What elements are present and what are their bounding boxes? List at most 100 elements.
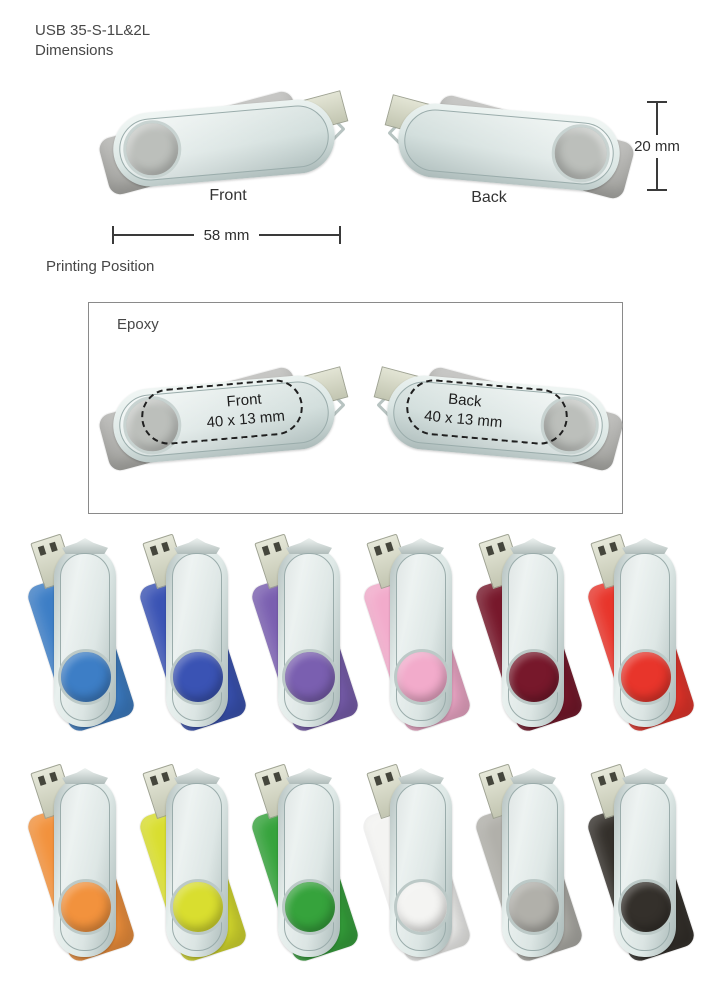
usb-contact-slot bbox=[161, 771, 170, 783]
dimension-cap bbox=[647, 101, 667, 103]
usb-swivel-clip bbox=[614, 768, 676, 957]
usb-swivel-clip bbox=[395, 100, 623, 194]
usb-print-front-photo: Front 40 x 13 mm bbox=[95, 338, 350, 488]
usb-contact-slot bbox=[373, 775, 383, 786]
usb-contact-slot bbox=[373, 545, 383, 556]
usb-clip-fold bbox=[510, 538, 556, 554]
usb-swivel-clip bbox=[278, 538, 340, 727]
back-view-label: Back bbox=[471, 189, 507, 206]
usb-color-variant-purple bbox=[249, 533, 362, 735]
usb-contact-slot bbox=[485, 775, 495, 786]
product-code: USB 35-S-1L&2L bbox=[35, 22, 151, 39]
back-print-area-size: 40 x 13 mm bbox=[423, 407, 504, 432]
usb-clip-fold bbox=[398, 768, 444, 784]
usb-clip-fold bbox=[174, 538, 220, 554]
usb-contact-slot bbox=[485, 545, 495, 556]
usb-swivel-clip bbox=[502, 768, 564, 957]
usb-clip-fold bbox=[622, 768, 668, 784]
page-title: USB 35-S-1L&2L Dimensions bbox=[35, 21, 150, 61]
usb-contact-slot bbox=[597, 775, 607, 786]
usb-color-variant-green bbox=[249, 763, 362, 965]
usb-clip-fold bbox=[398, 538, 444, 554]
printing-position-heading: Printing Position bbox=[46, 258, 155, 275]
usb-color-variant-blue bbox=[25, 533, 138, 735]
usb-clip-fold bbox=[62, 538, 108, 554]
usb-contact-slot bbox=[609, 771, 618, 783]
usb-swivel-hole bbox=[618, 649, 674, 705]
usb-color-variant-maroon bbox=[473, 533, 586, 735]
usb-contact-slot bbox=[161, 541, 170, 553]
usb-swivel-hole bbox=[170, 649, 226, 705]
usb-color-variant-yellow-green bbox=[137, 763, 250, 965]
dimension-cap bbox=[647, 189, 667, 191]
usb-contact-slot bbox=[385, 771, 394, 783]
usb-print-back-photo: Back 40 x 13 mm bbox=[372, 338, 627, 488]
usb-swivel-clip bbox=[390, 768, 452, 957]
usb-contact-slot bbox=[37, 545, 47, 556]
usb-clip-fold bbox=[622, 538, 668, 554]
usb-contact-slot bbox=[609, 541, 618, 553]
usb-contact-slot bbox=[261, 545, 271, 556]
usb-color-variant-red bbox=[585, 533, 698, 735]
dimension-line bbox=[656, 103, 658, 135]
usb-swivel-clip bbox=[502, 538, 564, 727]
usb-contact-slot bbox=[49, 541, 58, 553]
usb-contact-slot bbox=[273, 771, 282, 783]
usb-swivel-clip bbox=[390, 538, 452, 727]
height-dimension-label: 20 mm bbox=[634, 137, 680, 155]
usb-swivel-clip bbox=[166, 768, 228, 957]
usb-clip-fold bbox=[286, 768, 332, 784]
usb-color-variant-pink bbox=[361, 533, 474, 735]
usb-color-variant-royal-blue bbox=[137, 533, 250, 735]
usb-contact-slot bbox=[497, 541, 506, 553]
usb-contact-slot bbox=[597, 545, 607, 556]
dimension-cap bbox=[339, 226, 341, 244]
usb-swivel-hole bbox=[394, 649, 450, 705]
usb-swivel-clip bbox=[166, 538, 228, 727]
usb-swivel-clip bbox=[614, 538, 676, 727]
usb-clip-fold bbox=[62, 768, 108, 784]
usb-swivel-clip bbox=[278, 768, 340, 957]
height-dimension: 20 mm bbox=[634, 101, 680, 191]
usb-contact-slot bbox=[37, 775, 47, 786]
front-print-area-size: 40 x 13 mm bbox=[205, 407, 286, 432]
usb-contact-slot bbox=[149, 775, 159, 786]
usb-swivel-clip bbox=[54, 768, 116, 957]
usb-color-variant-gray bbox=[473, 763, 586, 965]
usb-contact-slot bbox=[273, 541, 282, 553]
usb-color-variant-white bbox=[361, 763, 474, 965]
usb-color-variant-black bbox=[585, 763, 698, 965]
dimension-cap bbox=[112, 226, 114, 244]
usb-swivel-hole bbox=[282, 879, 338, 935]
epoxy-print-box bbox=[88, 302, 623, 514]
usb-contact-slot bbox=[261, 775, 271, 786]
usb-swivel-hole bbox=[58, 649, 114, 705]
color-row-1 bbox=[25, 533, 698, 735]
usb-contact-slot bbox=[149, 545, 159, 556]
usb-swivel-hole bbox=[506, 649, 562, 705]
usb-swivel-hole bbox=[282, 649, 338, 705]
width-dimension-label: 58 mm bbox=[203, 226, 250, 244]
dimensions-heading: Dimensions bbox=[35, 42, 114, 59]
usb-contact-slot bbox=[385, 541, 394, 553]
usb-contact-slot bbox=[49, 771, 58, 783]
usb-clip-fold bbox=[510, 768, 556, 784]
usb-clip-fold bbox=[286, 538, 332, 554]
usb-swivel-clip bbox=[110, 96, 338, 190]
usb-swivel-hole bbox=[170, 879, 226, 935]
usb-swivel-hole bbox=[394, 879, 450, 935]
usb-swivel-hole bbox=[58, 879, 114, 935]
dimension-line bbox=[114, 234, 194, 236]
usb-contact-slot bbox=[497, 771, 506, 783]
usb-swivel-hole bbox=[618, 879, 674, 935]
usb-color-variant-orange bbox=[25, 763, 138, 965]
width-dimension: 58 mm bbox=[112, 225, 341, 245]
usb-swivel-hole bbox=[506, 879, 562, 935]
dimension-line bbox=[656, 157, 658, 189]
epoxy-method-label: Epoxy bbox=[117, 316, 159, 333]
usb-swivel-clip bbox=[54, 538, 116, 727]
front-view-label: Front bbox=[209, 187, 247, 204]
dimension-line bbox=[259, 234, 339, 236]
color-row-2 bbox=[25, 763, 698, 965]
